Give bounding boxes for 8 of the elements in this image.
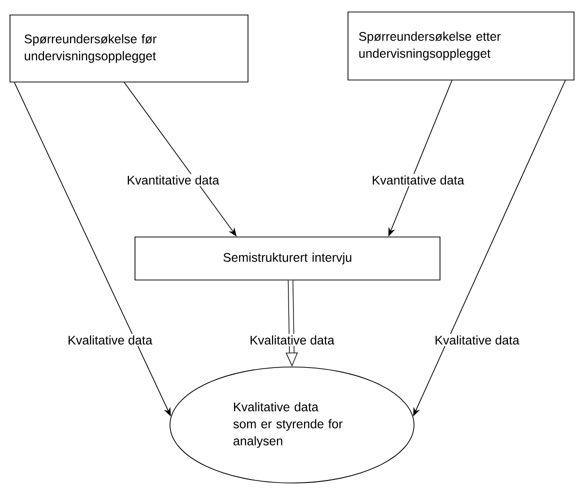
edge-label: Kvalitative data	[433, 334, 521, 346]
edge-label: Kvantitative data	[370, 174, 466, 186]
edge-label: Kvantitative data	[125, 174, 221, 186]
process-box: Spørreundersøkelse før undervisningsopplegget	[10, 14, 248, 82]
process-box: Semistrukturert intervju	[134, 236, 440, 280]
edge-label: Kvalitative data	[66, 334, 154, 346]
process-box: Spørreundersøkelse etter undervisningsopplegget	[348, 12, 574, 80]
edge-label: Kvalitative data	[248, 334, 336, 346]
